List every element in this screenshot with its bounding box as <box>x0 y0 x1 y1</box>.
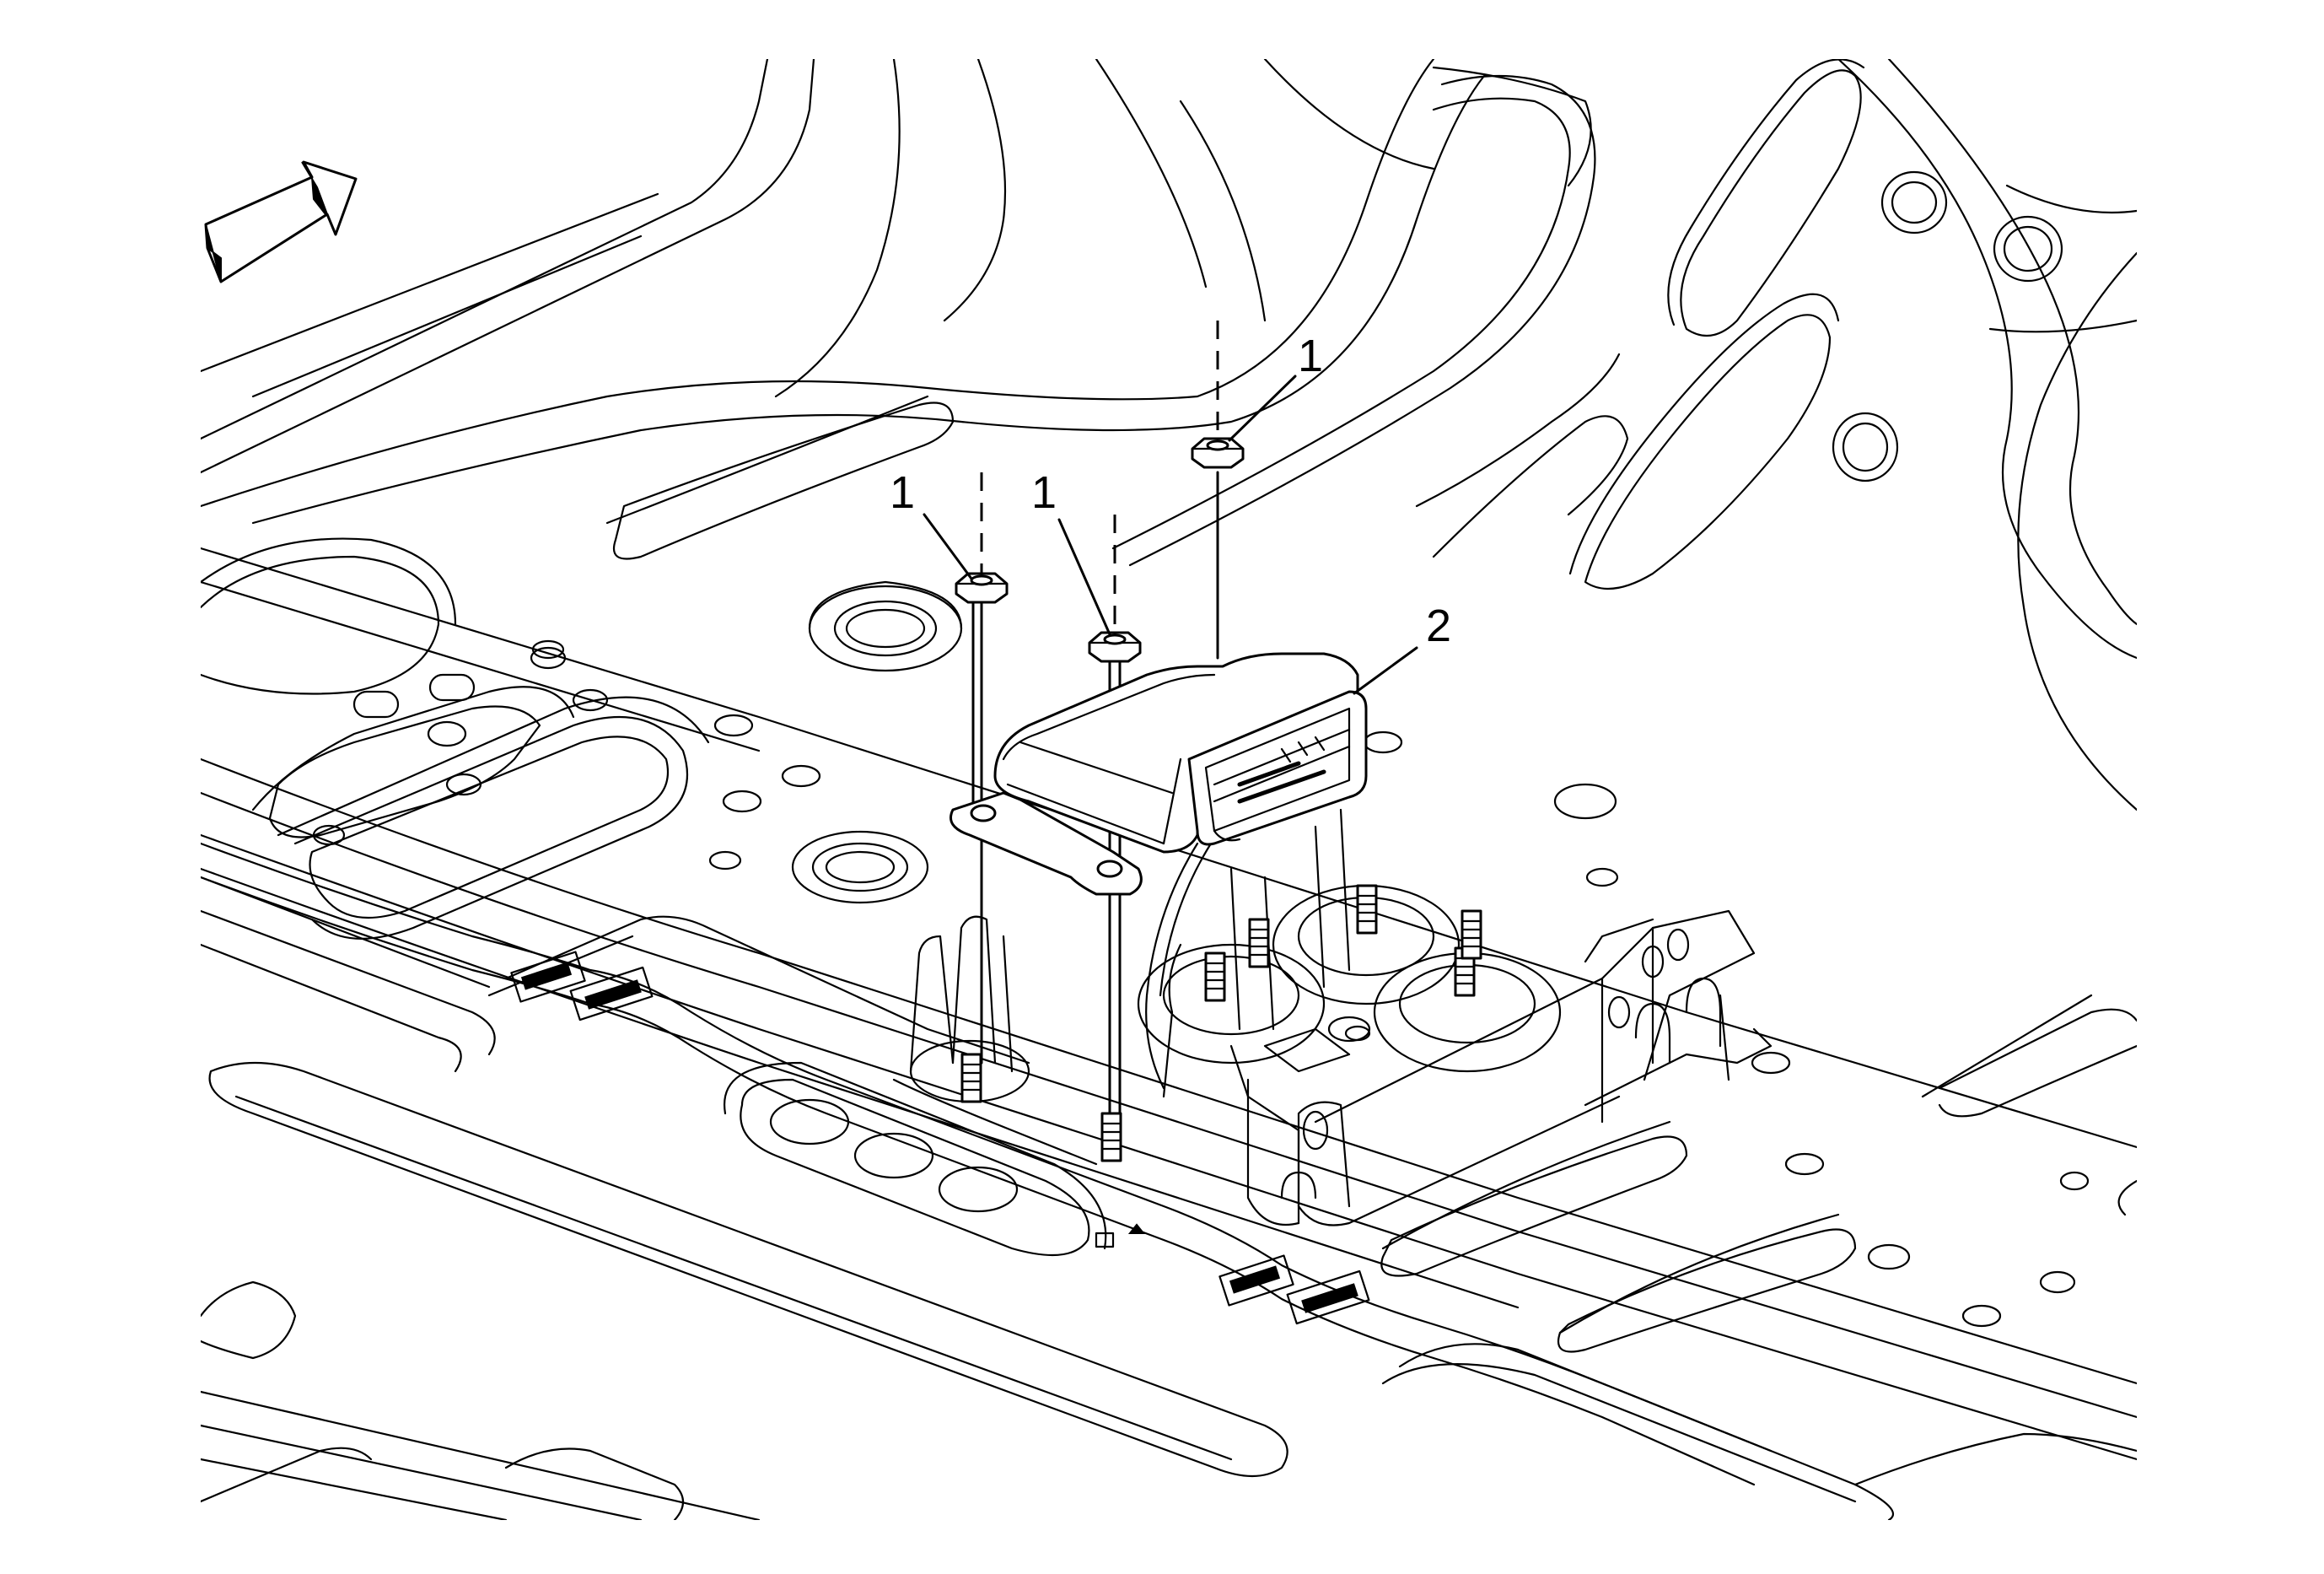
mounting-bracket <box>892 808 1773 1226</box>
stud <box>1100 1112 1122 1162</box>
nut-fasteners <box>955 437 1245 663</box>
callout-1-right: 1 <box>1298 331 1323 381</box>
callout-1-center: 1 <box>1031 467 1057 518</box>
callout-labels: 1 1 1 2 <box>890 331 1451 651</box>
leader-lines <box>923 375 1418 695</box>
cross-member <box>201 842 1773 1486</box>
airbag-sensing-module <box>950 652 1368 896</box>
upper-body-contours <box>201 59 2137 811</box>
stud <box>960 1053 982 1103</box>
nut <box>955 572 1009 604</box>
stud <box>1461 909 1482 960</box>
nut <box>1191 437 1245 469</box>
floor-pan-plate <box>201 395 2137 1520</box>
floor-pan-artwork <box>201 59 2137 1520</box>
stud <box>1248 918 1270 968</box>
stud <box>1204 951 1226 1002</box>
triple-hole-recess <box>724 1061 1146 1257</box>
forward-arrow-icon <box>204 160 358 283</box>
callout-1-left: 1 <box>890 467 915 518</box>
callout-2-module: 2 <box>1426 601 1451 651</box>
mounting-studs <box>960 884 1482 1162</box>
stud <box>1356 884 1378 935</box>
nut <box>1088 631 1142 663</box>
